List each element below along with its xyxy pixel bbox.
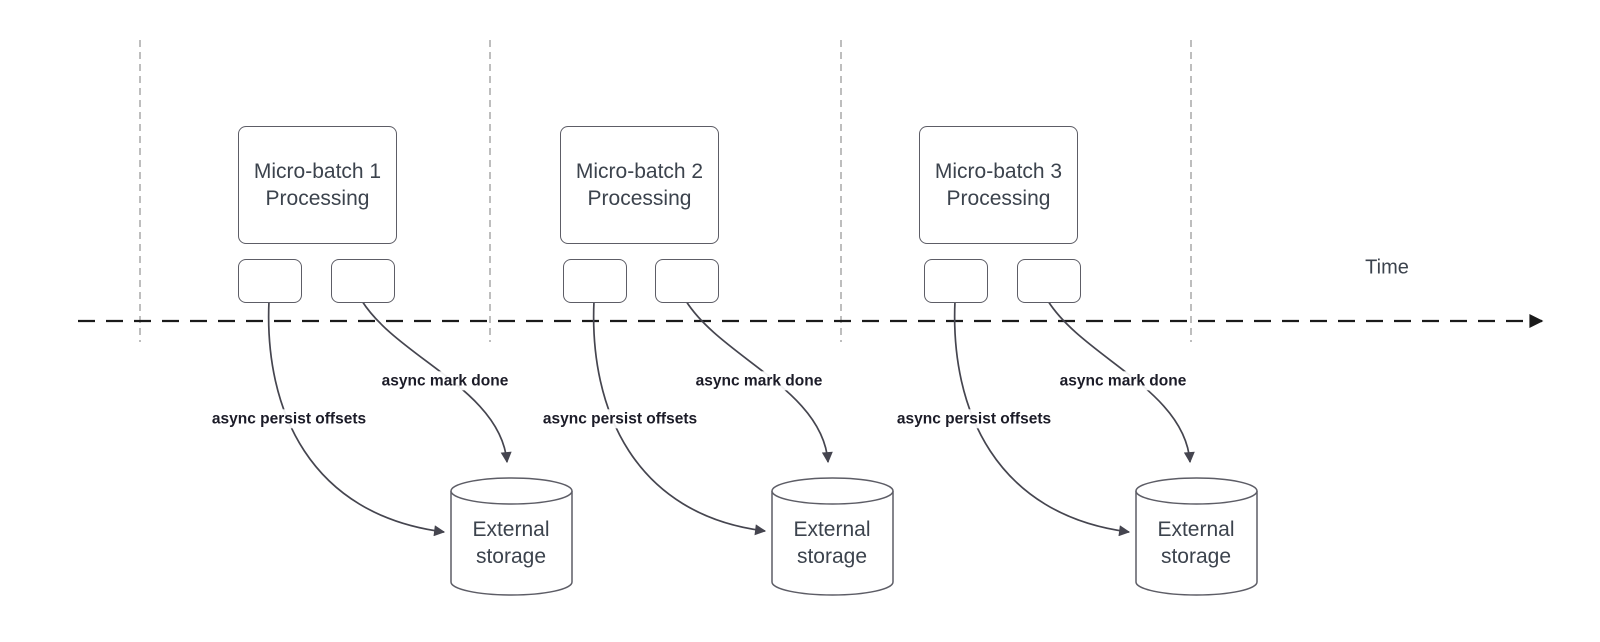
external-storage-label-1-line2: storage [475, 545, 547, 568]
micro-batch-1-title-line1: Micro-batch 1 [253, 160, 382, 183]
time-axis-label: Time [1365, 256, 1409, 279]
sub-task-box-1a [238, 259, 302, 303]
external-storage-label-3-line1: External [1157, 518, 1235, 541]
micro-batch-2-title-line1: Micro-batch 2 [575, 160, 704, 183]
micro-batch-1-processing-node: Micro-batch 1 Processing [238, 126, 397, 244]
sub-task-box-2a [563, 259, 627, 303]
micro-batch-2-processing-node: Micro-batch 2 Processing [560, 126, 719, 244]
micro-batch-3-title-line1: Micro-batch 3 [934, 160, 1063, 183]
external-storage-label-3-line2: storage [1160, 545, 1232, 568]
sub-task-box-3b [1017, 259, 1081, 303]
micro-batch-3-processing-node: Micro-batch 3 Processing [919, 126, 1078, 244]
external-storage-label-1: External storage [449, 516, 573, 570]
mark-done-label-2: async mark done [692, 371, 826, 391]
persist-offsets-arrow-2 [592, 300, 767, 536]
sub-task-box-1b [331, 259, 395, 303]
persist-offsets-arrow-1 [267, 300, 446, 537]
external-storage-cylinder-3 [1135, 477, 1258, 596]
external-storage-cylinder-2 [771, 477, 894, 596]
micro-batch-3-title-line2: Processing [946, 187, 1051, 210]
external-storage-label-1-line1: External [472, 518, 550, 541]
external-storage-label-3: External storage [1134, 516, 1258, 570]
external-storage-label-2-line2: storage [796, 545, 868, 568]
persist-offsets-label-3: async persist offsets [893, 409, 1055, 429]
micro-batch-2-title-line2: Processing [587, 187, 692, 210]
micro-batch-1-title-line2: Processing [265, 187, 370, 210]
persist-offsets-label-2: async persist offsets [539, 409, 701, 429]
persist-offsets-arrow-3 [953, 300, 1131, 537]
persist-offsets-label-1: async persist offsets [208, 409, 370, 429]
external-storage-cylinder-1 [450, 477, 573, 596]
mark-done-label-3: async mark done [1056, 371, 1190, 391]
external-storage-label-2-line1: External [793, 518, 871, 541]
external-storage-label-2: External storage [770, 516, 894, 570]
mark-done-label-1: async mark done [378, 371, 512, 391]
sub-task-box-2b [655, 259, 719, 303]
sub-task-box-3a [924, 259, 988, 303]
